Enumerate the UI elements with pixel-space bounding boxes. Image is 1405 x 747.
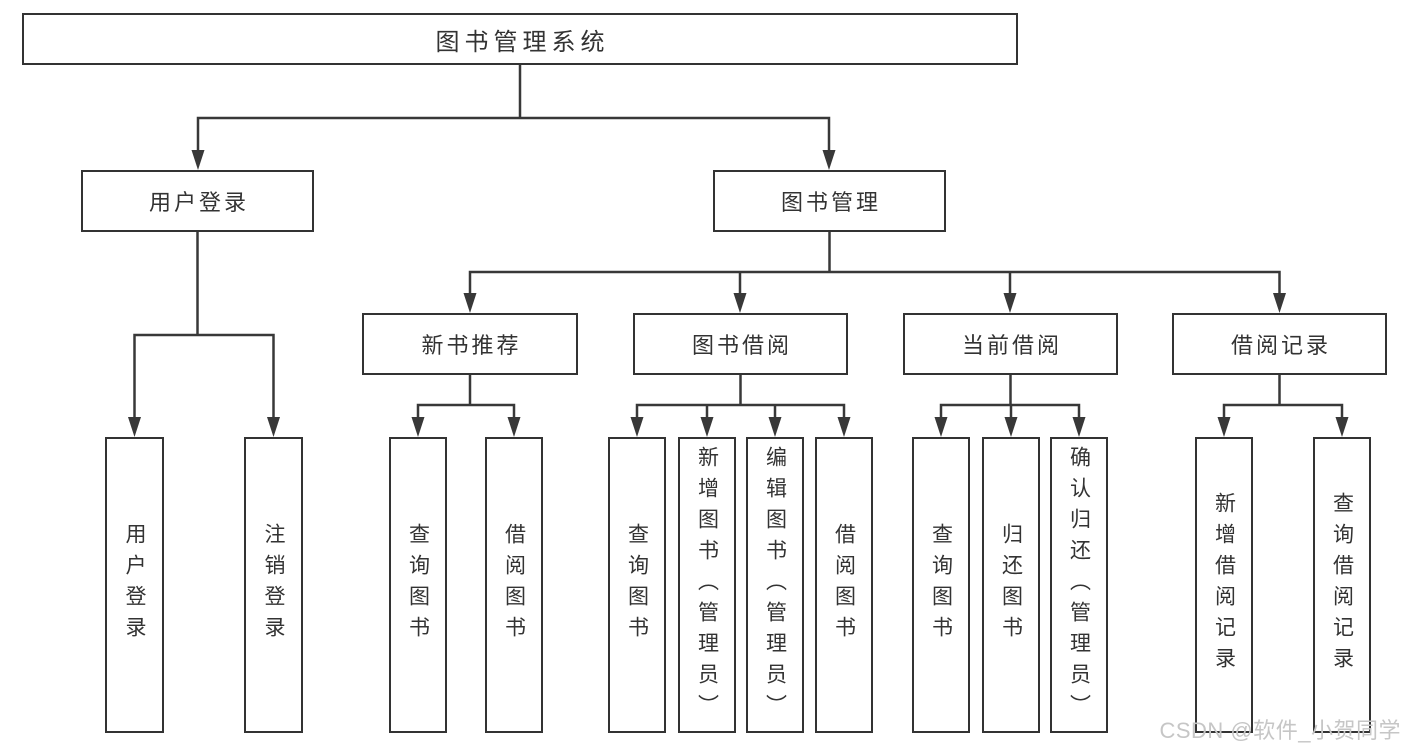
leaf-cb-return-book-label: 归还图书: [999, 523, 1023, 647]
leaf-bb-borrow-book: 借阅图书: [815, 437, 873, 733]
leaf-nb-query-book-label: 查询图书: [406, 523, 430, 647]
leaf-cb-query-book: 查询图书: [912, 437, 970, 733]
node-book-management-label: 图书管理: [780, 190, 881, 215]
leaf-bb-query-book: 查询图书: [608, 437, 666, 733]
leaf-nb-borrow-book: 借阅图书: [485, 437, 543, 733]
leaf-br-add-record-label: 新增借阅记录: [1212, 492, 1236, 678]
node-current-borrow-label: 当前借阅: [961, 333, 1062, 358]
connector-new-book-recommend-to-leaves: [411, 375, 521, 437]
leaf-bb-add-book-label: 新增图书（管理员）: [695, 445, 719, 725]
leaf-br-add-record: 新增借阅记录: [1195, 437, 1253, 733]
arrowhead-icon: [822, 150, 836, 170]
connector-current-borrow-to-leaves: [934, 375, 1086, 437]
arrowhead-icon: [1003, 293, 1017, 313]
leaf-cb-return-book: 归还图书: [982, 437, 1040, 733]
arrowhead-icon: [191, 150, 205, 170]
leaf-br-query-record-label: 查询借阅记录: [1330, 492, 1354, 678]
node-root: 图书管理系统: [22, 13, 1018, 65]
leaf-br-query-record: 查询借阅记录: [1313, 437, 1371, 733]
node-borrow-record: 借阅记录: [1172, 313, 1387, 375]
arrowhead-icon: [1273, 293, 1286, 313]
leaf-bb-add-book: 新增图书（管理员）: [678, 437, 736, 733]
arrowhead-icon: [507, 417, 521, 437]
connector-book-management-to-level3: [463, 232, 1286, 313]
arrowhead-icon: [630, 417, 644, 437]
arrowhead-icon: [267, 417, 280, 437]
arrowhead-icon: [837, 417, 851, 437]
leaf-nb-borrow-book-label: 借阅图书: [502, 523, 526, 647]
arrowhead-icon: [1217, 417, 1231, 437]
arrowhead-icon: [733, 293, 747, 313]
leaf-logout-login: 注销登录: [244, 437, 303, 733]
node-root-label: 图书管理系统: [435, 28, 610, 56]
leaf-user-login-label: 用户登录: [123, 523, 147, 647]
leaf-cb-confirm-return: 确认归还（管理员）: [1050, 437, 1108, 733]
node-book-borrow-label: 图书借阅: [691, 333, 792, 358]
leaf-logout-login-label: 注销登录: [262, 523, 286, 647]
leaf-bb-borrow-book-label: 借阅图书: [832, 523, 856, 647]
connector-borrow-record-to-leaves: [1217, 375, 1349, 437]
arrowhead-icon: [128, 417, 141, 437]
node-new-book-recommend: 新书推荐: [362, 313, 578, 375]
leaf-user-login: 用户登录: [105, 437, 164, 733]
leaf-nb-query-book: 查询图书: [389, 437, 447, 733]
node-user-login: 用户登录: [81, 170, 314, 232]
arrowhead-icon: [411, 417, 425, 437]
leaf-bb-query-book-label: 查询图书: [625, 523, 649, 647]
leaf-cb-query-book-label: 查询图书: [929, 523, 953, 647]
connector-root-to-level2: [191, 65, 836, 170]
node-book-borrow: 图书借阅: [633, 313, 848, 375]
csdn-watermark: CSDN @软件_小贺同学: [1159, 718, 1401, 743]
connector-user-login-to-leaves: [128, 232, 280, 437]
leaf-bb-edit-book-label: 编辑图书（管理员）: [763, 445, 787, 725]
node-borrow-record-label: 借阅记录: [1230, 333, 1331, 358]
arrowhead-icon: [463, 293, 477, 313]
arrowhead-icon: [1335, 417, 1349, 437]
arrowhead-icon: [1072, 417, 1086, 437]
node-user-login-label: 用户登录: [148, 190, 249, 215]
arrowhead-icon: [700, 417, 714, 437]
leaf-bb-edit-book: 编辑图书（管理员）: [746, 437, 804, 733]
node-book-management: 图书管理: [713, 170, 946, 232]
arrowhead-icon: [1004, 417, 1018, 437]
arrowhead-icon: [934, 417, 948, 437]
node-current-borrow: 当前借阅: [903, 313, 1118, 375]
leaf-cb-confirm-return-label: 确认归还（管理员）: [1067, 445, 1091, 725]
arrowhead-icon: [768, 417, 782, 437]
connector-book-borrow-to-leaves: [630, 375, 851, 437]
node-new-book-recommend-label: 新书推荐: [421, 333, 522, 358]
